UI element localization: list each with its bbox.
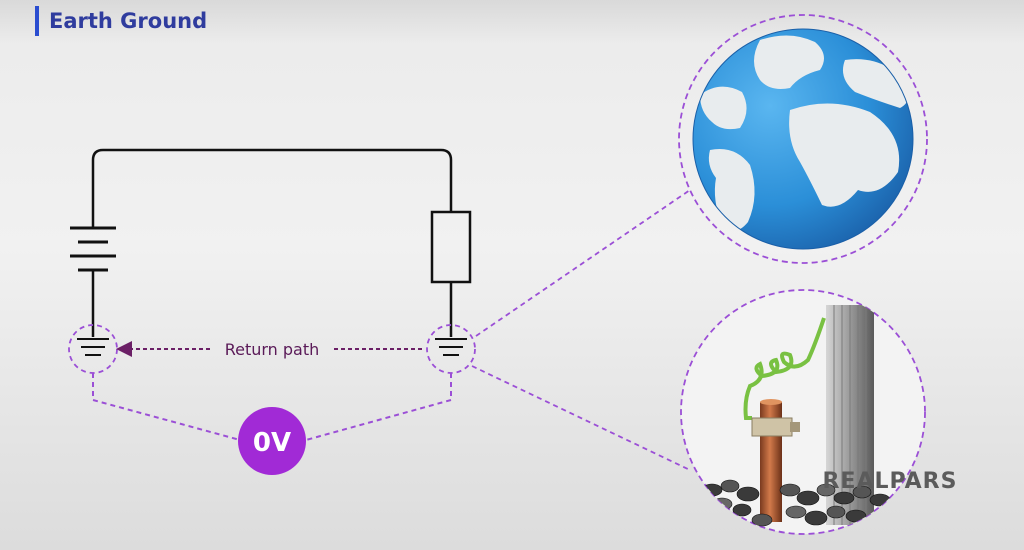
ground-rod-illustration — [680, 289, 926, 535]
zero-volt-label: 0V — [253, 428, 291, 458]
page-title: Earth Ground — [49, 9, 208, 33]
brand-watermark: REALPARS — [823, 469, 958, 494]
resistor-symbol — [430, 210, 472, 284]
title-bar: Earth Ground — [35, 6, 207, 36]
battery-symbol — [70, 226, 116, 272]
return-path-label: Return path — [225, 340, 320, 359]
zero-volt-badge — [238, 407, 306, 475]
zero-volt-left-line — [92, 373, 241, 441]
zoom-line-globe — [475, 189, 691, 337]
zoom-line-ground-rod — [471, 365, 691, 471]
circuit-top-wire — [91, 148, 453, 228]
title-accent-bar — [35, 6, 39, 36]
zero-volt-right-line — [305, 373, 452, 441]
earth-globe-illustration — [678, 14, 928, 264]
